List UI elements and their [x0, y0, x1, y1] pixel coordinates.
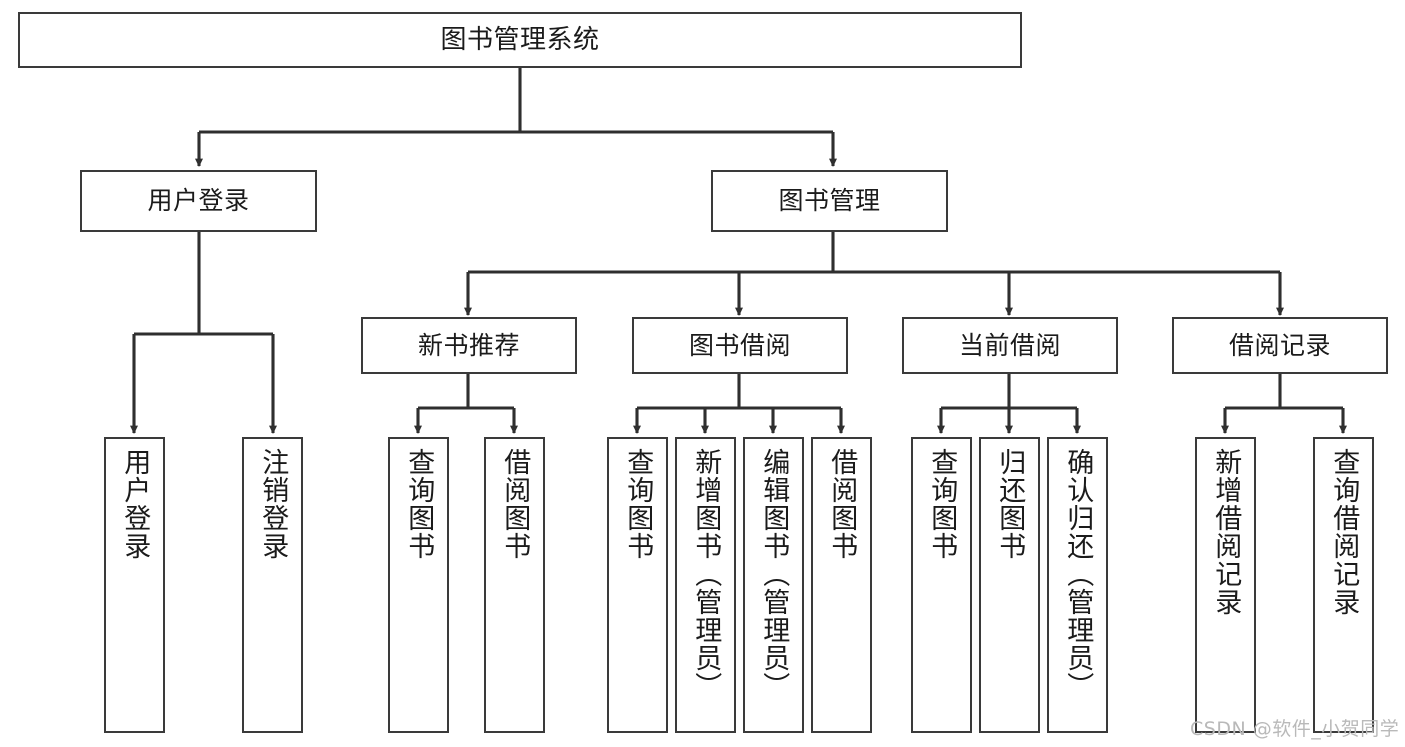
node-leaf-borrow-search-book-label: 查询图书 — [622, 448, 654, 560]
node-leaf-current-confirm-return[interactable]: 确认归还（管理员） — [1047, 437, 1108, 733]
node-leaf-current-confirm-return-label: 确认归还（管理员） — [1062, 448, 1094, 700]
node-leaf-logout-label: 注销登录 — [257, 448, 289, 560]
node-leaf-record-search-record[interactable]: 查询借阅记录 — [1313, 437, 1374, 733]
node-current-borrow[interactable]: 当前借阅 — [902, 317, 1118, 374]
node-leaf-newbook-borrow-book[interactable]: 借阅图书 — [484, 437, 545, 733]
node-new-book-recommend[interactable]: 新书推荐 — [361, 317, 577, 374]
node-leaf-newbook-search-book-label: 查询图书 — [403, 448, 435, 560]
node-user-login-label: 用户登录 — [147, 186, 250, 216]
node-user-login[interactable]: 用户登录 — [80, 170, 317, 232]
node-root-system-label: 图书管理系统 — [440, 24, 600, 55]
node-leaf-current-return-book-label: 归还图书 — [994, 448, 1026, 560]
node-leaf-newbook-borrow-book-label: 借阅图书 — [499, 448, 531, 560]
node-book-management-label: 图书管理 — [778, 186, 881, 216]
node-book-borrow-label: 图书借阅 — [688, 330, 791, 360]
node-leaf-borrow-search-book[interactable]: 查询图书 — [607, 437, 668, 733]
node-leaf-logout[interactable]: 注销登录 — [242, 437, 303, 733]
node-book-borrow[interactable]: 图书借阅 — [632, 317, 848, 374]
node-leaf-borrow-edit-book-label: 编辑图书（管理员） — [758, 448, 790, 700]
node-leaf-record-add-record-label: 新增借阅记录 — [1210, 448, 1242, 616]
node-leaf-borrow-add-book-label: 新增图书（管理员） — [690, 448, 722, 700]
node-leaf-user-login-label: 用户登录 — [119, 448, 151, 560]
node-borrow-record[interactable]: 借阅记录 — [1172, 317, 1388, 374]
node-new-book-recommend-label: 新书推荐 — [417, 330, 520, 360]
node-leaf-borrow-borrow-book[interactable]: 借阅图书 — [811, 437, 872, 733]
node-leaf-current-search-book[interactable]: 查询图书 — [911, 437, 972, 733]
node-current-borrow-label: 当前借阅 — [958, 330, 1061, 360]
node-leaf-current-search-book-label: 查询图书 — [926, 448, 958, 560]
node-borrow-record-label: 借阅记录 — [1228, 330, 1331, 360]
node-book-management[interactable]: 图书管理 — [711, 170, 948, 232]
node-leaf-borrow-borrow-book-label: 借阅图书 — [826, 448, 858, 560]
node-leaf-current-return-book[interactable]: 归还图书 — [979, 437, 1040, 733]
node-leaf-record-search-record-label: 查询借阅记录 — [1328, 448, 1360, 616]
node-leaf-user-login[interactable]: 用户登录 — [104, 437, 165, 733]
node-leaf-newbook-search-book[interactable]: 查询图书 — [388, 437, 449, 733]
node-leaf-record-add-record[interactable]: 新增借阅记录 — [1195, 437, 1256, 733]
node-leaf-borrow-edit-book[interactable]: 编辑图书（管理员） — [743, 437, 804, 733]
csdn-watermark: CSDN @软件_小贺同学 — [1190, 718, 1400, 740]
node-leaf-borrow-add-book[interactable]: 新增图书（管理员） — [675, 437, 736, 733]
node-root-system[interactable]: 图书管理系统 — [18, 12, 1022, 68]
